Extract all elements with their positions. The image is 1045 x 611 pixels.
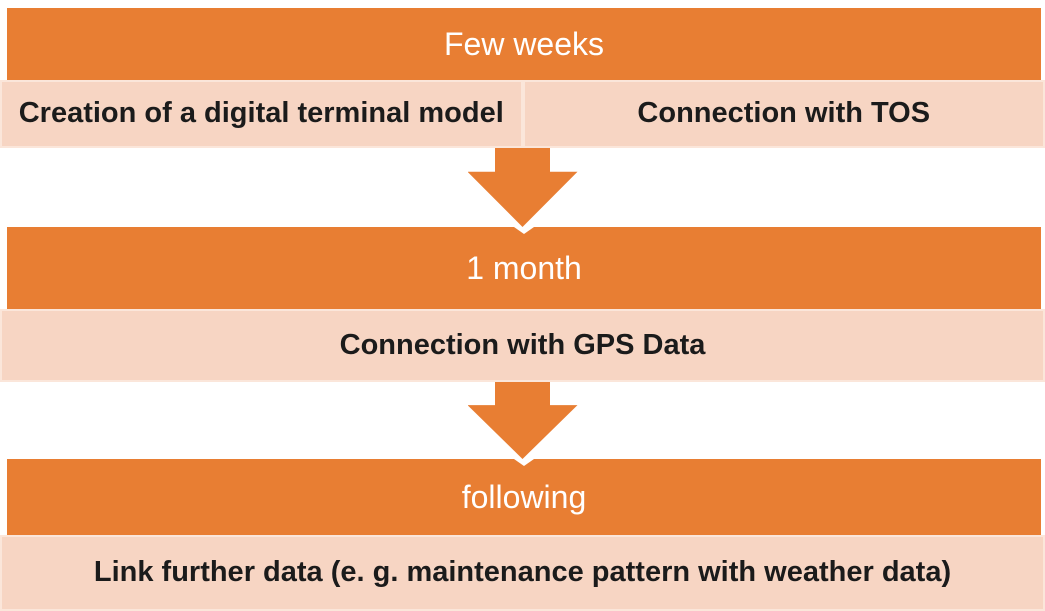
down-arrow-icon [467,148,578,227]
stage-1-to-2-gap [0,148,1045,227]
stage-1-task-right: Connection with TOS [522,80,1045,148]
stage-1-duration-header: Few weeks [7,8,1041,80]
stage-1-task-row: Creation of a digital terminal model Con… [0,80,1045,148]
stage-2-task-row: Connection with GPS Data [0,309,1045,382]
stage-3-task: Link further data (e. g. maintenance pat… [0,535,1045,611]
stage-2-task: Connection with GPS Data [0,309,1045,382]
stage-2-duration-header: 1 month [7,227,1041,309]
stage-1-duration-label: Few weeks [443,25,605,62]
stage-2-duration-label: 1 month [466,249,582,286]
stage-2-to-3-gap [0,382,1045,459]
stage-1-task-left: Creation of a digital terminal model [0,80,523,148]
stage-3-duration-header: following [7,459,1041,535]
top-spacer [0,0,1045,8]
down-arrow-icon [467,382,578,459]
stage-3-duration-label: following [461,478,587,515]
stage-3-task-row: Link further data (e. g. maintenance pat… [0,535,1045,611]
